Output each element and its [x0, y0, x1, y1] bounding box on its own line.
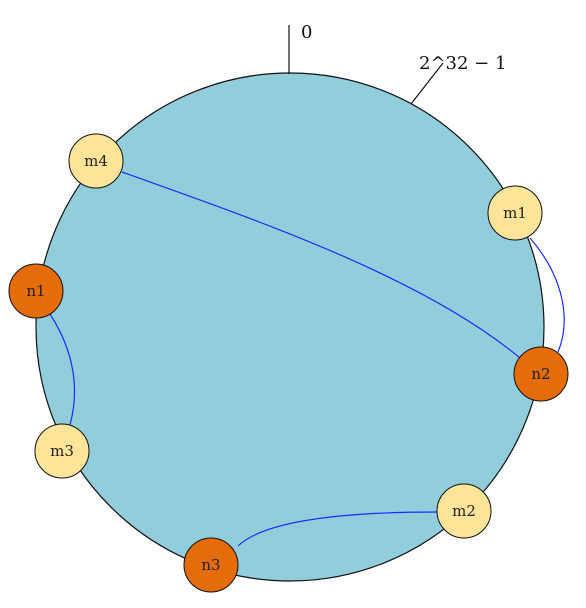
link-n1-m3 [49, 313, 76, 426]
max-marker-line [410, 62, 444, 105]
node-n3[interactable]: n3 [183, 537, 239, 593]
key-m3-circle [34, 423, 90, 479]
node-n2[interactable]: n2 [513, 346, 569, 402]
node-n1-label: n1 [26, 282, 45, 300]
node-n3-label: n3 [201, 556, 220, 574]
hash-ring [35, 72, 545, 582]
key-m4-label: m4 [84, 152, 108, 170]
link-m2-n3 [237, 511, 439, 547]
key-m3[interactable]: m3 [34, 423, 90, 479]
node-n1[interactable]: n1 [8, 263, 64, 319]
key-m1-circle [487, 185, 543, 241]
key-m2-label: m2 [452, 502, 476, 520]
link-m1-n2 [529, 237, 565, 353]
key-m2-circle [436, 483, 492, 539]
key-m1-label: m1 [503, 204, 527, 222]
key-node-links [49, 171, 565, 547]
link-m4-n2 [121, 171, 521, 359]
key-m4[interactable]: m4 [68, 133, 124, 189]
key-m4-circle [68, 133, 124, 189]
key-m1[interactable]: m1 [487, 185, 543, 241]
zero-label: 0 [301, 22, 312, 43]
key-m2[interactable]: m2 [436, 483, 492, 539]
key-m3-label: m3 [50, 442, 74, 460]
max-label: 2^32 − 1 [419, 53, 506, 74]
node-n2-label: n2 [531, 365, 550, 383]
node-n3-circle [183, 537, 239, 593]
node-n2-circle [513, 346, 569, 402]
node-n1-circle [8, 263, 64, 319]
